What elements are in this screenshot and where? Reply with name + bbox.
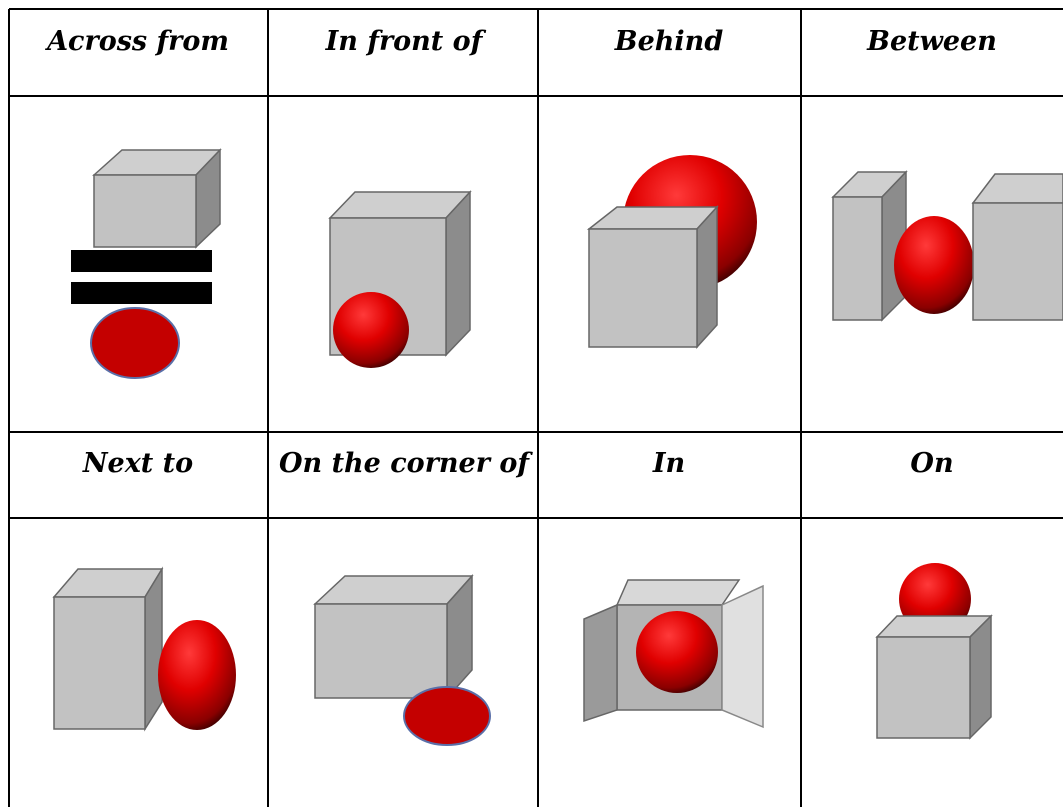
cube-icon [313, 574, 474, 700]
between-illustration [831, 170, 1063, 322]
label-on-the-corner-of: On the corner of [279, 448, 533, 479]
red-sphere-icon [158, 620, 236, 730]
label-between: Between [866, 26, 997, 57]
red-sphere-icon [333, 292, 409, 368]
label-behind: Behind [614, 26, 724, 57]
label-in-front-of: In front of [325, 26, 487, 57]
on-the-corner-of-illustration [313, 574, 491, 746]
red-sphere-icon [636, 611, 718, 693]
cube-icon [92, 148, 222, 249]
red-sphere-icon [894, 216, 974, 314]
red-ellipse-icon [403, 686, 491, 746]
in-front-of-illustration [328, 190, 472, 368]
label-in: In [652, 448, 685, 479]
next-to-illustration [52, 566, 236, 732]
label-on: On [910, 448, 953, 479]
table-grid-lines [8, 8, 1063, 807]
in-illustration [583, 579, 764, 729]
cube-icon [52, 566, 164, 732]
cube-icon [875, 614, 993, 740]
on-illustration [875, 563, 993, 740]
behind-illustration [586, 155, 757, 349]
label-across-from: Across from [44, 26, 229, 57]
black-bar-icon [71, 282, 212, 304]
label-next-to: Next to [82, 448, 193, 479]
cube-icon [586, 205, 719, 349]
cube-icon [831, 170, 908, 322]
red-ellipse-icon [90, 307, 180, 379]
black-bar-icon [71, 250, 212, 272]
across-from-illustration [71, 148, 222, 379]
cube-icon [971, 173, 1063, 321]
